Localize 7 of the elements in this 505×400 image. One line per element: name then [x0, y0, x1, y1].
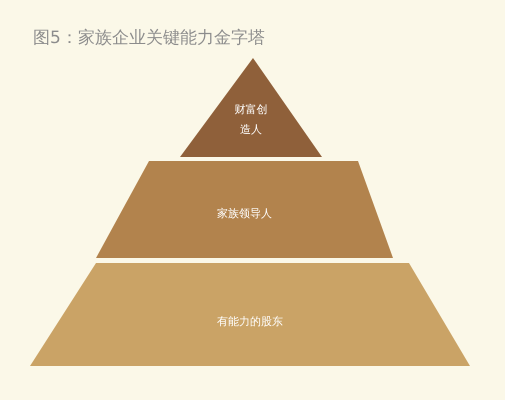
level-label: 家族领导人 — [216, 206, 273, 222]
level-label: 有能力的股东 — [216, 314, 284, 330]
pyramid-level — [96, 161, 393, 258]
level-label: 财富创造人 — [234, 102, 268, 138]
pyramid-level — [30, 263, 470, 366]
pyramid-level — [180, 58, 322, 157]
title: 图5：家族企业关键能力金字塔 — [33, 27, 265, 49]
